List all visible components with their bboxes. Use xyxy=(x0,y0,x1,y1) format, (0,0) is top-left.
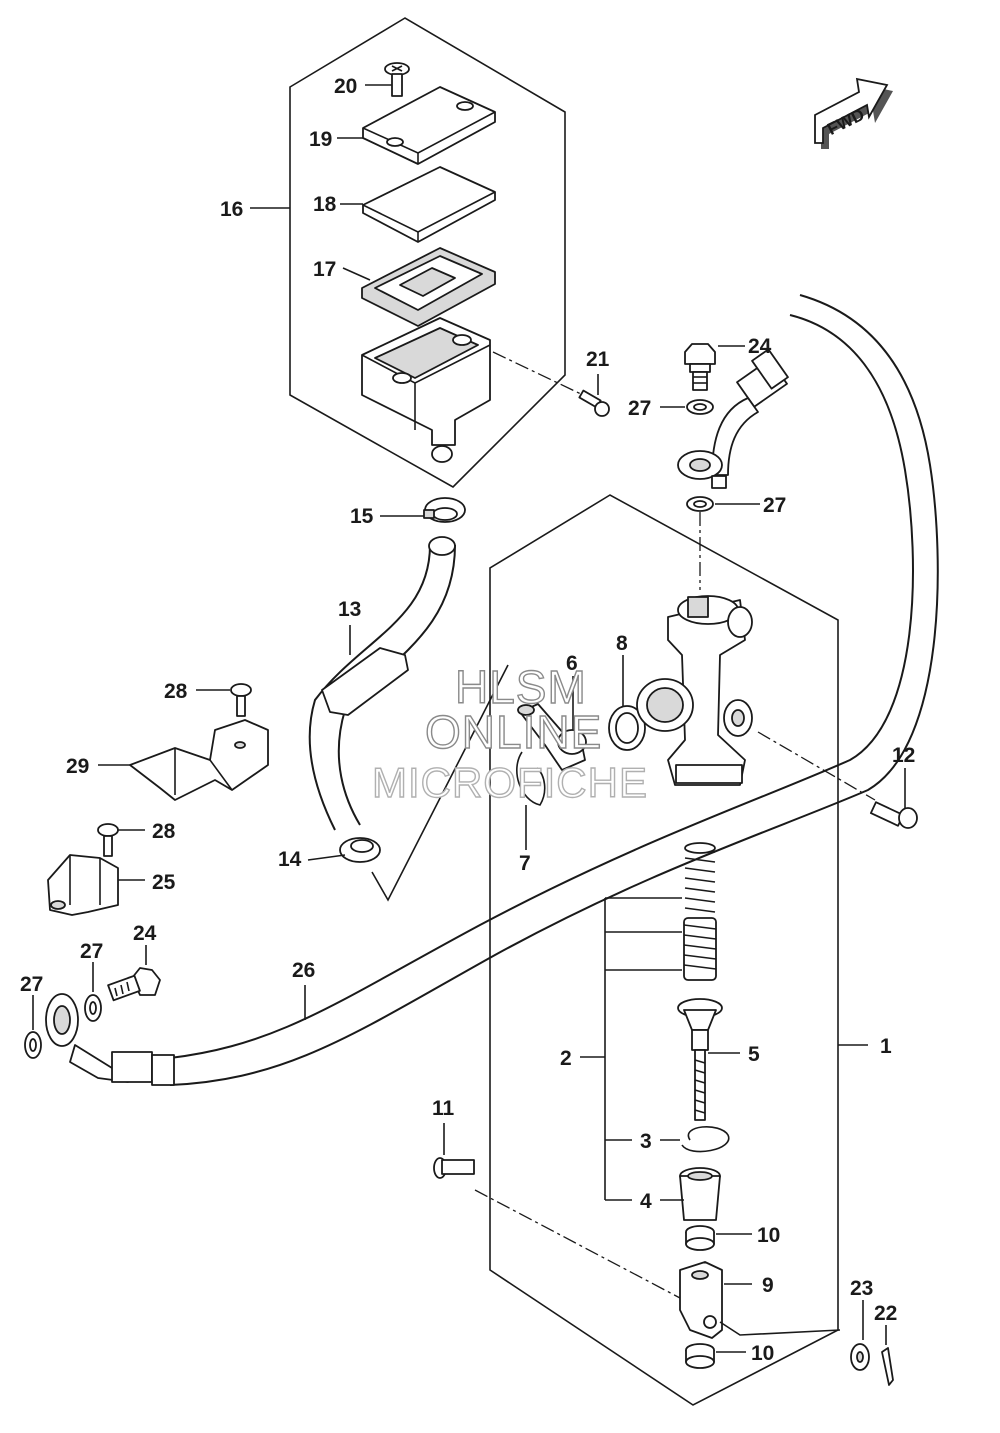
clamp-25 xyxy=(47,854,145,916)
callout-17: 17 xyxy=(313,258,336,281)
bolt-12 xyxy=(869,768,918,829)
washer-27-bottom-left xyxy=(24,995,42,1059)
o-ring-8 xyxy=(608,655,646,751)
push-rod-5 xyxy=(677,998,740,1121)
diaphragm-17 xyxy=(342,247,496,327)
callout-11: 11 xyxy=(432,1097,455,1120)
callout-29: 29 xyxy=(66,755,89,778)
diaphragm-plate-18 xyxy=(340,166,496,243)
callout-24-bottom: 24 xyxy=(133,922,157,945)
washer-23 xyxy=(850,1300,870,1371)
callout-27-mid: 27 xyxy=(763,494,786,517)
callout-20: 20 xyxy=(334,75,357,98)
bracket-29 xyxy=(98,719,269,801)
hose-joint-6 xyxy=(517,676,587,771)
clamp-14 xyxy=(307,664,509,902)
clamp-15 xyxy=(380,497,466,523)
callout-26: 26 xyxy=(292,959,315,982)
watermark-line-1: HLSM xyxy=(455,661,587,713)
callout-25: 25 xyxy=(152,871,176,894)
callout-labels: 1 2 3 4 5 6 7 8 9 10 10 11 12 13 14 15 1… xyxy=(20,75,915,1365)
cotter-pin-22 xyxy=(881,1325,894,1386)
callout-28-upper: 28 xyxy=(164,680,188,703)
callout-4: 4 xyxy=(640,1190,652,1213)
callout-21: 21 xyxy=(586,348,610,371)
callout-10-upper: 10 xyxy=(757,1224,780,1247)
callout-27-bottom-left: 27 xyxy=(20,973,43,996)
callout-15: 15 xyxy=(350,505,374,528)
callout-23: 23 xyxy=(850,1277,873,1300)
callout-16: 16 xyxy=(220,198,243,221)
clevis-9 xyxy=(679,1261,841,1339)
callout-3: 3 xyxy=(640,1130,652,1153)
screw-20 xyxy=(365,62,410,97)
callout-18: 18 xyxy=(313,193,337,216)
callout-8: 8 xyxy=(616,632,628,655)
return-spring xyxy=(684,842,716,913)
callout-5: 5 xyxy=(748,1043,760,1066)
callout-7: 7 xyxy=(519,852,531,875)
callout-27-bottom-right: 27 xyxy=(80,940,103,963)
callout-13: 13 xyxy=(338,598,361,621)
fwd-arrow-icon: FWD xyxy=(814,77,893,149)
callout-22: 22 xyxy=(874,1302,897,1325)
callout-24-top: 24 xyxy=(748,335,772,358)
callout-2: 2 xyxy=(560,1047,572,1070)
washer-27-bottom-right xyxy=(84,962,102,1022)
master-cylinder-body xyxy=(636,595,876,801)
screw-28-lower xyxy=(97,823,145,857)
snap-ring-3 xyxy=(660,1125,730,1153)
reservoir-body xyxy=(361,317,491,463)
callout-1: 1 xyxy=(880,1035,892,1058)
hose-13 xyxy=(308,536,456,831)
screw-21 xyxy=(492,351,610,417)
callout-14: 14 xyxy=(278,848,302,871)
callout-19: 19 xyxy=(309,128,332,151)
watermark-line-3: MICROFICHE xyxy=(372,759,648,806)
watermark-line-2: ONLINE xyxy=(425,706,602,758)
boot-4 xyxy=(660,1167,721,1221)
pin-11 xyxy=(433,1123,681,1299)
callout-28-lower: 28 xyxy=(152,820,176,843)
watermark: HLSM ONLINE MICROFICHE xyxy=(371,660,648,806)
nut-10-upper xyxy=(685,1225,752,1251)
banjo-bolt-24-bottom xyxy=(107,945,161,1002)
callout-9: 9 xyxy=(762,1274,774,1297)
banjo-bolt-24-top xyxy=(684,343,745,391)
brake-hose-26 xyxy=(45,294,939,1086)
screw-28-upper xyxy=(196,683,252,717)
repair-kit-bracket xyxy=(580,897,682,1201)
piston-assembly xyxy=(683,917,717,981)
callout-12: 12 xyxy=(892,744,915,767)
washer-27-upper xyxy=(660,399,714,415)
callout-6: 6 xyxy=(566,652,578,675)
callout-27-top: 27 xyxy=(628,397,651,420)
circlip-7 xyxy=(516,751,546,850)
nut-10-lower xyxy=(685,1343,746,1369)
washer-27-lower xyxy=(686,496,760,590)
reservoir-cap-19 xyxy=(337,86,496,165)
reservoir-group-outline xyxy=(250,17,566,488)
callout-10-lower: 10 xyxy=(751,1342,774,1365)
